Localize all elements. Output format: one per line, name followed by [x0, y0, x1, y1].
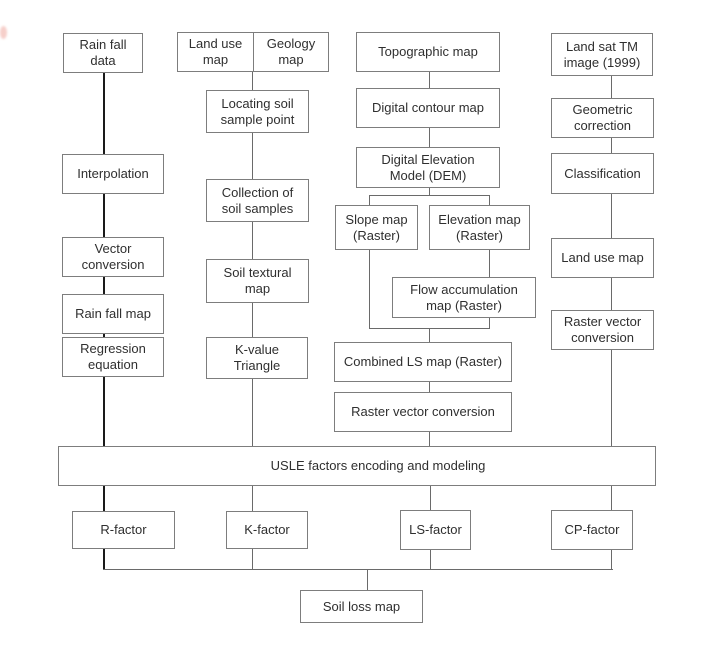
connector: [252, 133, 253, 179]
connector: [103, 377, 105, 446]
connector: [252, 72, 253, 90]
connector: [103, 73, 105, 154]
node-soil-textural-map: Soil textural map: [206, 259, 309, 303]
node-elevation-map: Elevation map (Raster): [429, 205, 530, 250]
node-landuse-geology-group: Land use map Geology map: [177, 32, 329, 72]
node-regression-equation: Regression equation: [62, 337, 164, 377]
connector: [369, 250, 370, 329]
connector: [611, 278, 612, 310]
node-land-use-map: Land use map: [551, 238, 654, 278]
connector: [489, 318, 490, 329]
connector: [369, 328, 490, 329]
connector: [489, 196, 490, 205]
node-combined-ls-map: Combined LS map (Raster): [334, 342, 512, 382]
connector: [611, 550, 612, 570]
connector: [252, 379, 253, 446]
node-r-factor: R-factor: [72, 511, 175, 549]
node-k-value-triangle: K-value Triangle: [206, 337, 308, 379]
node-interpolation: Interpolation: [62, 154, 164, 194]
node-rain-fall-data: Rain fall data: [63, 33, 143, 73]
node-geometric-correction: Geometric correction: [551, 98, 654, 138]
connector: [611, 194, 612, 238]
node-flow-accumulation-map: Flow accumulation map (Raster): [392, 277, 536, 318]
node-raster-vector-conversion-right: Raster vector conversion: [551, 310, 654, 350]
connector: [429, 128, 430, 147]
node-classification: Classification: [551, 153, 654, 194]
node-soil-loss-map: Soil loss map: [300, 590, 423, 623]
node-topographic-map: Topographic map: [356, 32, 500, 72]
connector: [252, 222, 253, 259]
connector: [611, 138, 612, 153]
connector: [369, 196, 370, 205]
connector: [429, 432, 430, 446]
connector: [103, 334, 105, 337]
node-usle-factors-bar: USLE factors encoding and modeling: [58, 446, 656, 486]
connector: [429, 72, 430, 88]
connector: [103, 486, 105, 511]
connector: [430, 550, 431, 570]
node-vector-conversion: Vector conversion: [62, 237, 164, 277]
node-locating-soil-sample-point: Locating soil sample point: [206, 90, 309, 133]
connector: [103, 569, 613, 570]
node-slope-map: Slope map (Raster): [335, 205, 418, 250]
node-digital-elevation-model: Digital Elevation Model (DEM): [356, 147, 500, 188]
connector: [252, 486, 253, 511]
connector: [252, 549, 253, 570]
connector: [489, 250, 490, 277]
connector: [252, 303, 253, 337]
node-digital-contour-map: Digital contour map: [356, 88, 500, 128]
node-k-factor: K-factor: [226, 511, 308, 549]
node-raster-vector-conversion-center: Raster vector conversion: [334, 392, 512, 432]
connector: [103, 194, 105, 237]
connector: [611, 76, 612, 98]
connector: [367, 570, 368, 590]
connector: [429, 382, 430, 392]
connector: [430, 486, 431, 510]
node-land-use-map-source: Land use map: [188, 36, 243, 67]
connector: [103, 549, 105, 570]
node-geology-map: Geology map: [253, 33, 328, 71]
connector: [611, 486, 612, 510]
node-collection-of-soil-samples: Collection of soil samples: [206, 179, 309, 222]
node-cp-factor: CP-factor: [551, 510, 633, 550]
node-rain-fall-map: Rain fall map: [62, 294, 164, 334]
connector: [103, 277, 105, 294]
node-ls-factor: LS-factor: [400, 510, 471, 550]
node-landsat-tm-image: Land sat TM image (1999): [551, 33, 653, 76]
connector: [611, 350, 612, 446]
connector: [429, 329, 430, 342]
scan-artifact: [0, 26, 7, 39]
connector: [369, 195, 490, 196]
connector: [429, 188, 430, 195]
